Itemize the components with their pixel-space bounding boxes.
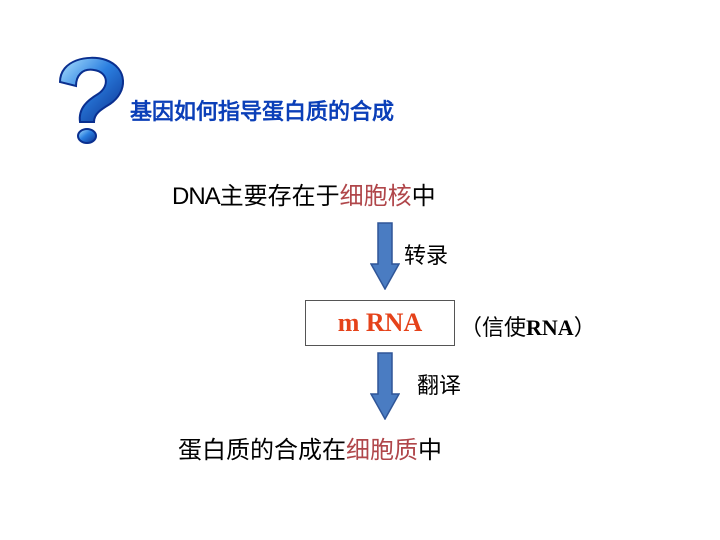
messenger-rna-note: （信使RNA）	[460, 310, 596, 342]
down-arrow-icon	[370, 222, 400, 290]
cytoplasm-highlight: 细胞质	[346, 436, 418, 464]
translation-label: 翻译	[417, 374, 462, 399]
paren-open: （信使	[460, 316, 527, 341]
protein-synthesis-prefix: 蛋白质的合成在	[178, 436, 346, 464]
protein-synthesis-line: 蛋白质的合成在细胞质中	[178, 430, 442, 465]
protein-synthesis-suffix: 中	[418, 436, 442, 464]
mrna-label: m RNA	[337, 308, 423, 337]
dna-text: DNA	[172, 183, 221, 210]
down-arrow-icon	[370, 352, 400, 420]
question-mark-icon	[58, 56, 124, 144]
dna-location-prefix: 主要存在于	[219, 182, 340, 210]
transcription-label: 转录	[404, 244, 449, 269]
paren-close: ）	[573, 316, 596, 341]
page-title: 基因如何指导蛋白质的合成	[130, 100, 395, 125]
dna-location-line: DNA主要存在于细胞核中	[172, 176, 436, 211]
dna-location-suffix: 中	[411, 182, 436, 210]
mrna-box: m RNA	[305, 300, 455, 346]
nucleus-highlight: 细胞核	[339, 182, 412, 210]
paren-rna: RNA	[526, 315, 574, 340]
